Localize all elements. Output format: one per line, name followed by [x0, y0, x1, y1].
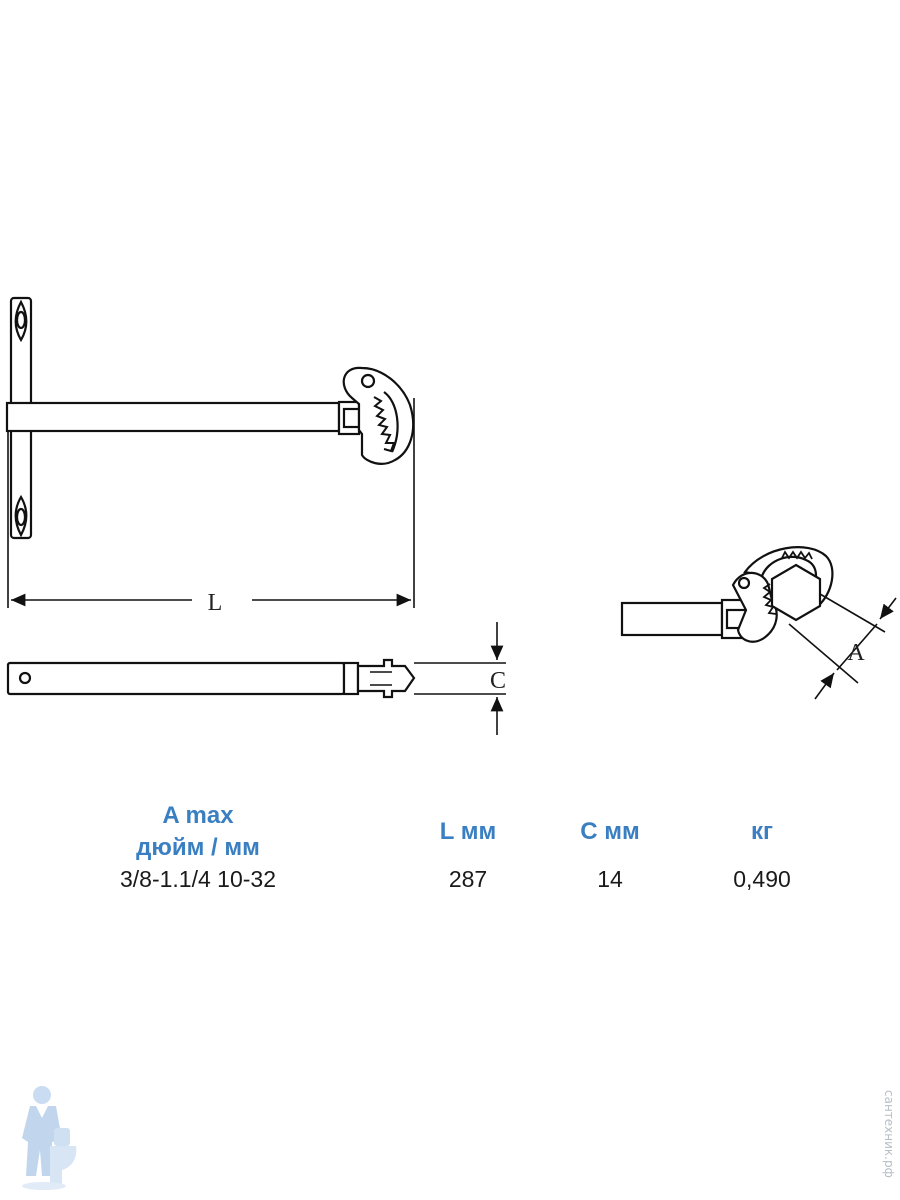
jaw-connector	[337, 400, 361, 436]
spec-column-length: L мм 287	[408, 816, 528, 894]
header-a-max: A max	[162, 802, 234, 829]
dimension-l	[7, 398, 415, 608]
wrench-top-view	[5, 296, 415, 540]
wrench-shaft	[5, 401, 341, 433]
value-weight: 0,490	[733, 866, 791, 892]
hex-nut	[770, 563, 822, 622]
spec-column-a-max: A max дюйм / мм 3/8-1.1/4 10-32	[98, 800, 298, 894]
value-length: 287	[448, 866, 488, 892]
jaw-head	[342, 366, 415, 465]
dimension-a-label: A	[847, 640, 865, 666]
spec-column-weight: кг 0,490	[702, 816, 822, 894]
dimension-l-label: L	[208, 590, 223, 616]
dimension-c-label: C	[490, 668, 506, 694]
plumber-mascot-logo	[22, 1086, 77, 1190]
header-weight: кг	[750, 818, 773, 845]
header-height: C мм	[580, 818, 640, 845]
spec-column-height: C мм 14	[550, 816, 670, 894]
jaw-detail-view	[620, 546, 834, 643]
dimension-a	[788, 593, 897, 700]
value-height: 14	[597, 866, 623, 892]
header-a-max-unit: дюйм / мм	[136, 834, 260, 861]
value-a-max: 3/8-1.1/4 10-32	[119, 866, 276, 892]
header-length: L мм	[439, 818, 497, 845]
dimension-c	[414, 622, 506, 735]
site-watermark: сантехник.рф	[882, 1090, 896, 1178]
wrench-side-view	[6, 658, 416, 699]
